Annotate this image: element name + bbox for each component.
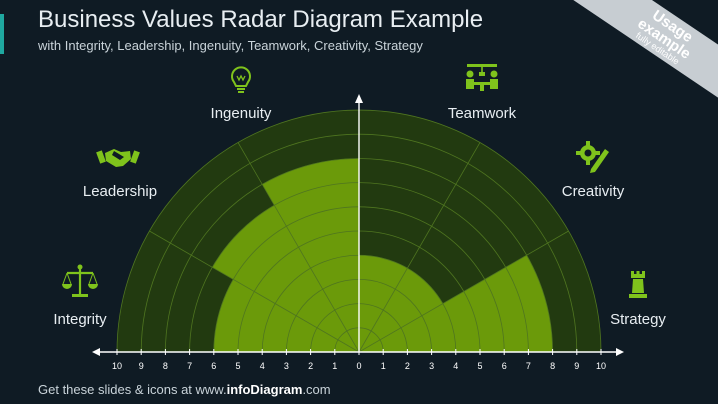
tick-right-8-label: 8 — [550, 361, 555, 371]
x-axis-arrow-right — [616, 348, 624, 356]
footer-text: Get these slides & icons at www.infoDiag… — [38, 382, 331, 397]
label-integrity: Integrity — [53, 311, 107, 328]
tick-right-1-label: 1 — [381, 361, 386, 371]
page-subtitle: with Integrity, Leadership, Ingenuity, T… — [38, 38, 423, 53]
tick-right-2-label: 2 — [405, 361, 410, 371]
label-leadership: Leadership — [83, 183, 157, 200]
tick-left-7-label: 7 — [187, 361, 192, 371]
value-sector-leadership — [212, 205, 359, 352]
value-sector-strategy — [359, 255, 553, 352]
tick-right-7-label: 7 — [526, 361, 531, 371]
chess-rook-icon — [629, 271, 647, 298]
x-axis-arrow-left — [92, 348, 100, 356]
lightbulb-icon — [231, 66, 251, 93]
label-strategy: Strategy — [610, 311, 666, 328]
axes — [92, 94, 624, 356]
handshake-icon — [96, 149, 140, 167]
grid-spoke-4 — [358, 142, 481, 353]
tick-left-1-label: 1 — [332, 361, 337, 371]
page-title: Business Values Radar Diagram Example — [38, 6, 484, 33]
tick-right-9-label: 9 — [574, 361, 579, 371]
value-sector-integrity — [213, 279, 359, 352]
category-labels: Integrity Leadership Ingenuity Teamwork … — [53, 105, 666, 328]
tick-center-0-label: 0 — [356, 361, 361, 371]
grid-spoke-1 — [149, 230, 360, 353]
gear-pencil-icon — [576, 141, 609, 173]
tick-right-6-label: 6 — [502, 361, 507, 371]
tick-left-2-label: 2 — [308, 361, 313, 371]
grid-spoke-5 — [358, 230, 569, 353]
label-teamwork: Teamwork — [448, 105, 517, 122]
tick-left-5-label: 5 — [235, 361, 240, 371]
value-sectors — [212, 158, 553, 352]
footer-suffix: .com — [302, 382, 331, 397]
scales-icon — [62, 264, 98, 297]
y-axis-arrow-top — [355, 94, 363, 103]
tick-left-3-label: 3 — [284, 361, 289, 371]
team-meeting-icon — [466, 64, 498, 91]
footer-prefix: Get these slides & icons at www. — [38, 382, 227, 397]
tick-right-10-label: 10 — [596, 361, 606, 371]
left-accent-bar — [0, 14, 4, 54]
value-sector-creativity — [359, 268, 443, 352]
tick-right-3-label: 3 — [429, 361, 434, 371]
tick-left-6-label: 6 — [211, 361, 216, 371]
tick-left-9-label: 9 — [139, 361, 144, 371]
footer-brand: infoDiagram — [226, 382, 303, 397]
tick-left-4-label: 4 — [260, 361, 265, 371]
tick-right-5-label: 5 — [477, 361, 482, 371]
value-sector-ingenuity — [262, 158, 359, 352]
label-creativity: Creativity — [562, 183, 625, 200]
tick-left-10-label: 10 — [112, 361, 122, 371]
tick-right-4-label: 4 — [453, 361, 458, 371]
tick-left-8-label: 8 — [163, 361, 168, 371]
category-icons — [62, 64, 647, 298]
label-ingenuity: Ingenuity — [211, 105, 272, 122]
value-sector-teamwork — [359, 255, 408, 352]
grid-spoke-2 — [237, 142, 360, 353]
